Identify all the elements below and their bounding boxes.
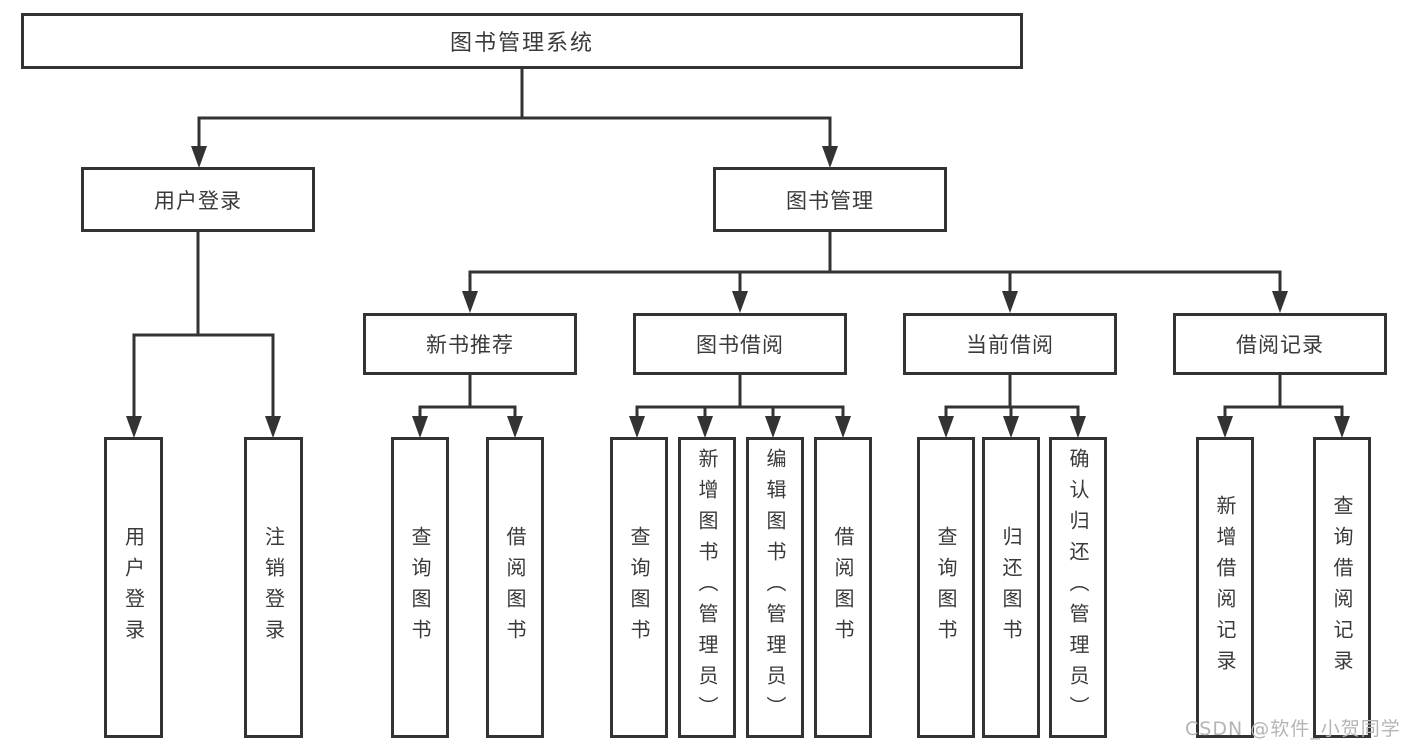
node-book-borrow: 图书借阅	[633, 313, 847, 375]
leaf-query-books-2: 查询图书	[610, 437, 668, 738]
leaf-query-books-3: 查询图书	[917, 437, 975, 738]
leaf-query-books-1: 查询图书	[391, 437, 449, 738]
leaf-borrow-books-1: 借阅图书	[486, 437, 544, 738]
leaf-add-book-admin: 新增图书（管理员）	[678, 437, 736, 738]
leaf-return-book: 归还图书	[982, 437, 1040, 738]
leaf-edit-book-admin: 编辑图书（管理员）	[746, 437, 804, 738]
node-borrow-records: 借阅记录	[1173, 313, 1387, 375]
leaf-confirm-return-admin: 确认归还（管理员）	[1049, 437, 1107, 738]
node-library-management-system: 图书管理系统	[21, 13, 1023, 69]
leaf-add-borrow-record: 新增借阅记录	[1196, 437, 1254, 738]
node-new-book-recommend: 新书推荐	[363, 313, 577, 375]
leaf-logout: 注销登录	[244, 437, 303, 738]
node-user-login: 用户登录	[81, 167, 315, 232]
node-book-management: 图书管理	[713, 167, 947, 232]
leaf-borrow-books-2: 借阅图书	[814, 437, 872, 738]
leaf-query-borrow-record: 查询借阅记录	[1313, 437, 1371, 738]
node-current-borrow: 当前借阅	[903, 313, 1117, 375]
leaf-user-login: 用户登录	[104, 437, 163, 738]
watermark-text: CSDN @软件_小贺同学	[1185, 718, 1401, 740]
